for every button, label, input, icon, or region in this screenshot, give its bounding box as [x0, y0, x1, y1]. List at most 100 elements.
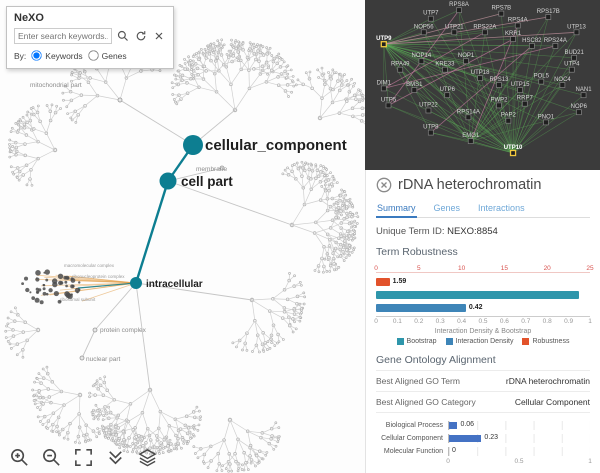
tree-branches [4, 38, 365, 473]
network-node-label: RPS8A [449, 2, 469, 8]
zoom-in-button[interactable] [8, 446, 30, 468]
network-node-RPS17B[interactable] [545, 14, 552, 20]
bar-bootstrap [376, 290, 580, 299]
network-node-label: UTP6 [440, 87, 456, 93]
network-node-NOP14[interactable] [418, 58, 425, 65]
tree-label-cell-part: cell part [181, 174, 233, 189]
network-node-UTP8[interactable] [427, 129, 434, 136]
clear-icon[interactable] [151, 29, 166, 44]
search-input[interactable] [14, 28, 112, 44]
network-node-KRR1[interactable] [510, 36, 516, 42]
layers-button[interactable] [136, 446, 158, 468]
ontology-tree-canvas[interactable]: mitochondrial partcellular_componentcell… [0, 0, 365, 473]
go-bar-cellular-component [449, 435, 482, 442]
tree-node-intracellular[interactable] [130, 277, 142, 289]
network-node-UTP4[interactable] [568, 66, 575, 73]
network-node-label: UTP22 [419, 103, 438, 109]
close-icon[interactable] [376, 177, 392, 193]
network-node-RPS8A[interactable] [456, 7, 462, 14]
network-node-UTP22[interactable] [425, 107, 432, 114]
network-node-label: UTP10 [504, 145, 523, 151]
network-node-PWP2[interactable] [496, 102, 502, 109]
network-node-label: UTP9 [376, 36, 392, 42]
network-node-UTP13[interactable] [573, 29, 580, 36]
network-node-RPS24A[interactable] [552, 43, 559, 49]
network-edges [383, 9, 584, 154]
network-node-NAN1[interactable] [580, 92, 587, 99]
network-node-label: RPS22A [473, 24, 496, 30]
network-node-BUD21[interactable] [571, 54, 577, 61]
network-node-UTP18[interactable] [477, 75, 484, 82]
search-panel: NeXO By: Keywords [6, 6, 174, 69]
network-node-label: RPA49 [391, 62, 410, 68]
search-icon[interactable] [115, 29, 130, 44]
network-node-UTP10[interactable] [509, 149, 517, 157]
network-node-label: PWP2 [490, 97, 508, 103]
network-node-label: UTP15 [511, 82, 530, 88]
fit-view-button[interactable] [72, 446, 94, 468]
network-node-KRE33[interactable] [442, 66, 448, 73]
network-node-PNO1[interactable] [543, 119, 549, 126]
network-node-label: PNO1 [538, 114, 555, 120]
network-node-RPS7B[interactable] [498, 10, 505, 17]
tree-node-cell-part[interactable] [159, 172, 177, 190]
network-node-UTP5[interactable] [385, 102, 392, 109]
network-node-label: UTP18 [471, 70, 490, 76]
go-bar-biological-process [449, 422, 458, 429]
network-node-label: PAP2 [501, 113, 517, 119]
keywords-radio[interactable] [31, 50, 42, 61]
network-node-POL5[interactable] [538, 78, 545, 85]
tree-node-cellular_component[interactable] [183, 135, 203, 155]
reset-icon[interactable] [133, 29, 148, 44]
network-node-label: KRE33 [435, 62, 455, 68]
search-by-genes[interactable]: Genes [87, 49, 127, 62]
network-node-HSC82[interactable] [529, 43, 535, 49]
zoom-out-icon [42, 448, 60, 466]
network-node-RPA49[interactable] [397, 66, 404, 73]
genes-radio[interactable] [87, 50, 99, 61]
network-node-RPS14A[interactable] [465, 114, 472, 121]
search-by-keywords[interactable]: Keywords [30, 49, 83, 62]
network-node-UTP21[interactable] [451, 29, 458, 36]
details-tabs: Summary Genes Interactions [376, 200, 590, 218]
network-node-RPS4A[interactable] [514, 22, 521, 29]
network-node-DIM1[interactable] [380, 85, 387, 92]
tab-genes[interactable]: Genes [433, 203, 461, 213]
network-node-PAP2[interactable] [505, 117, 512, 124]
network-node-UTP15[interactable] [517, 87, 523, 93]
network-node-BMS1[interactable] [411, 87, 418, 93]
network-node-NOP6[interactable] [576, 109, 582, 116]
tab-summary[interactable]: Summary [376, 200, 417, 218]
network-node-RPS22A[interactable] [481, 29, 488, 36]
network-node-UTP7[interactable] [427, 15, 434, 22]
collapse-button[interactable] [104, 446, 126, 468]
network-node-RPS13[interactable] [496, 82, 502, 88]
network-node-label: NOP6 [571, 104, 588, 110]
network-node-NOP1[interactable] [463, 58, 469, 65]
network-node-label: NOP56 [414, 24, 434, 30]
network-node-EMG1[interactable] [467, 138, 474, 144]
robustness-heading: Term Robustness [376, 246, 458, 258]
robustness-xlabel: Interaction Density & Bootstrap [434, 328, 532, 335]
network-node-NOC4[interactable] [559, 82, 566, 88]
bar-robustness [376, 277, 390, 286]
network-node-label: UTP4 [564, 62, 580, 68]
term-cluster[interactable] [21, 269, 81, 305]
network-node-NOP56[interactable] [420, 29, 427, 36]
network-node-label: HSC82 [522, 38, 542, 44]
network-node-UTP6[interactable] [444, 92, 451, 99]
network-node-label: DIM1 [377, 80, 392, 86]
zoom-out-button[interactable] [40, 446, 62, 468]
network-node-RRP7[interactable] [521, 100, 528, 107]
tab-interactions[interactable]: Interactions [478, 203, 525, 213]
network-node-UTP9[interactable] [380, 41, 387, 48]
